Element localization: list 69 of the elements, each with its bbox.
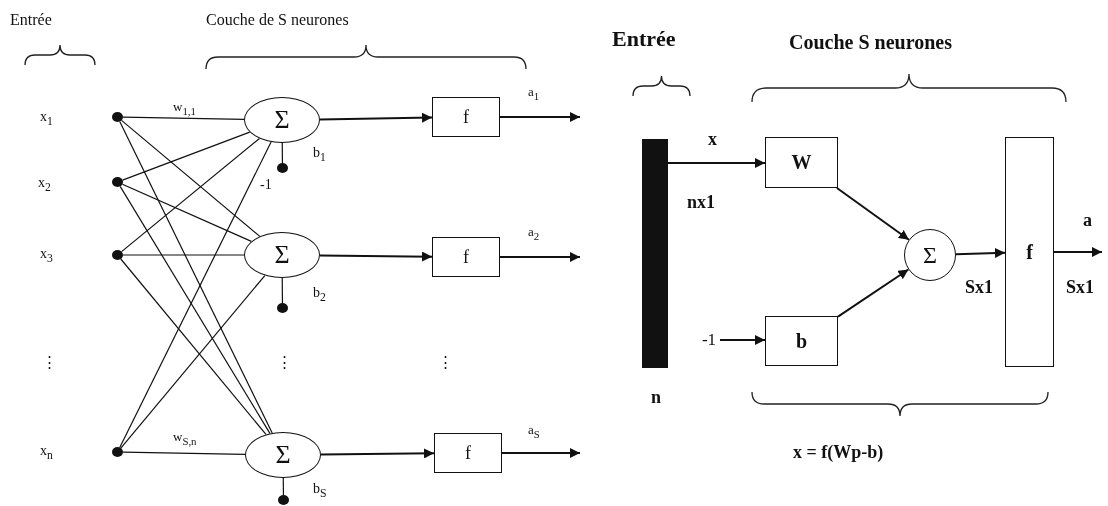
edge-label: a$_{1}$ [528, 85, 540, 102]
heading: Entrée [10, 12, 52, 28]
connection-line [122, 451, 246, 455]
input-label: x$_{2}$ [38, 176, 51, 194]
bias-dot [277, 163, 288, 173]
edge-label: a$_{S}$ [528, 423, 540, 440]
connection-line [281, 142, 284, 164]
connection-line [121, 137, 261, 253]
edge-label: w$_{1,1}$ [173, 100, 196, 117]
input-bar [642, 139, 668, 368]
edge-label: x [708, 130, 717, 148]
arrow [319, 251, 433, 262]
bias-box: b [765, 316, 838, 366]
edge-label: Sx1 [965, 278, 993, 296]
bias-dot [278, 495, 289, 505]
summation-node: Σ [244, 232, 320, 278]
input-dot [112, 177, 123, 187]
bias-dot [277, 303, 288, 313]
bias-input-value: -1 [260, 178, 272, 192]
arrow [835, 187, 910, 241]
formula: x = f(Wp-b) [793, 443, 884, 461]
connection-line [281, 277, 284, 304]
connection-line [120, 274, 266, 449]
edge-label: a$_{2}$ [528, 225, 540, 242]
bias-label: b$_{2}$ [313, 286, 326, 304]
input-dot [112, 250, 123, 260]
edge-label: a [1083, 211, 1092, 229]
input-dot [112, 112, 123, 122]
activation-box: f [432, 237, 500, 277]
arrow [719, 335, 766, 345]
heading: Couche de S neurones [206, 12, 349, 28]
ellipsis-dots: ⋮ [42, 355, 57, 370]
dimension-label: Sx1 [1066, 278, 1094, 296]
arrow [955, 248, 1006, 259]
summation-node: Σ [904, 229, 956, 281]
arrow [320, 448, 435, 459]
arrow [667, 158, 766, 168]
connection-line [120, 119, 261, 237]
input-label: x$_{n}$ [40, 444, 53, 462]
bias-label: b$_{1}$ [313, 146, 326, 164]
activation-box: f [434, 433, 502, 473]
activation-box: f [432, 97, 500, 137]
connection-line [119, 185, 271, 434]
arrow [499, 252, 581, 262]
ellipsis-dots: ⋮ [438, 355, 453, 370]
input-label: x$_{3}$ [40, 247, 53, 265]
connection-line [122, 254, 245, 256]
bias-label: b$_{S}$ [313, 482, 327, 500]
arrow [837, 268, 910, 318]
arrow [319, 112, 433, 123]
arrow [499, 112, 581, 122]
input-dot [112, 447, 123, 457]
summation-node: Σ [244, 97, 320, 143]
heading: Entrée [612, 28, 676, 50]
connection-line [121, 183, 252, 242]
activation-box: f [1005, 137, 1054, 367]
input-label: x$_{1}$ [40, 110, 53, 128]
arrow [501, 448, 581, 458]
summation-node: Σ [245, 432, 321, 478]
ellipsis-dots: ⋮ [277, 355, 292, 370]
weight-box: W [765, 137, 838, 188]
arrow [1053, 247, 1103, 257]
dimension-label: n [651, 388, 661, 406]
bias-input-value: -1 [698, 330, 720, 350]
connection-line [122, 116, 245, 120]
connection-line [120, 258, 267, 436]
heading: Couche S neurones [789, 32, 952, 52]
edge-label: w$_{S,n}$ [173, 430, 197, 447]
dimension-label: nx1 [687, 193, 715, 211]
